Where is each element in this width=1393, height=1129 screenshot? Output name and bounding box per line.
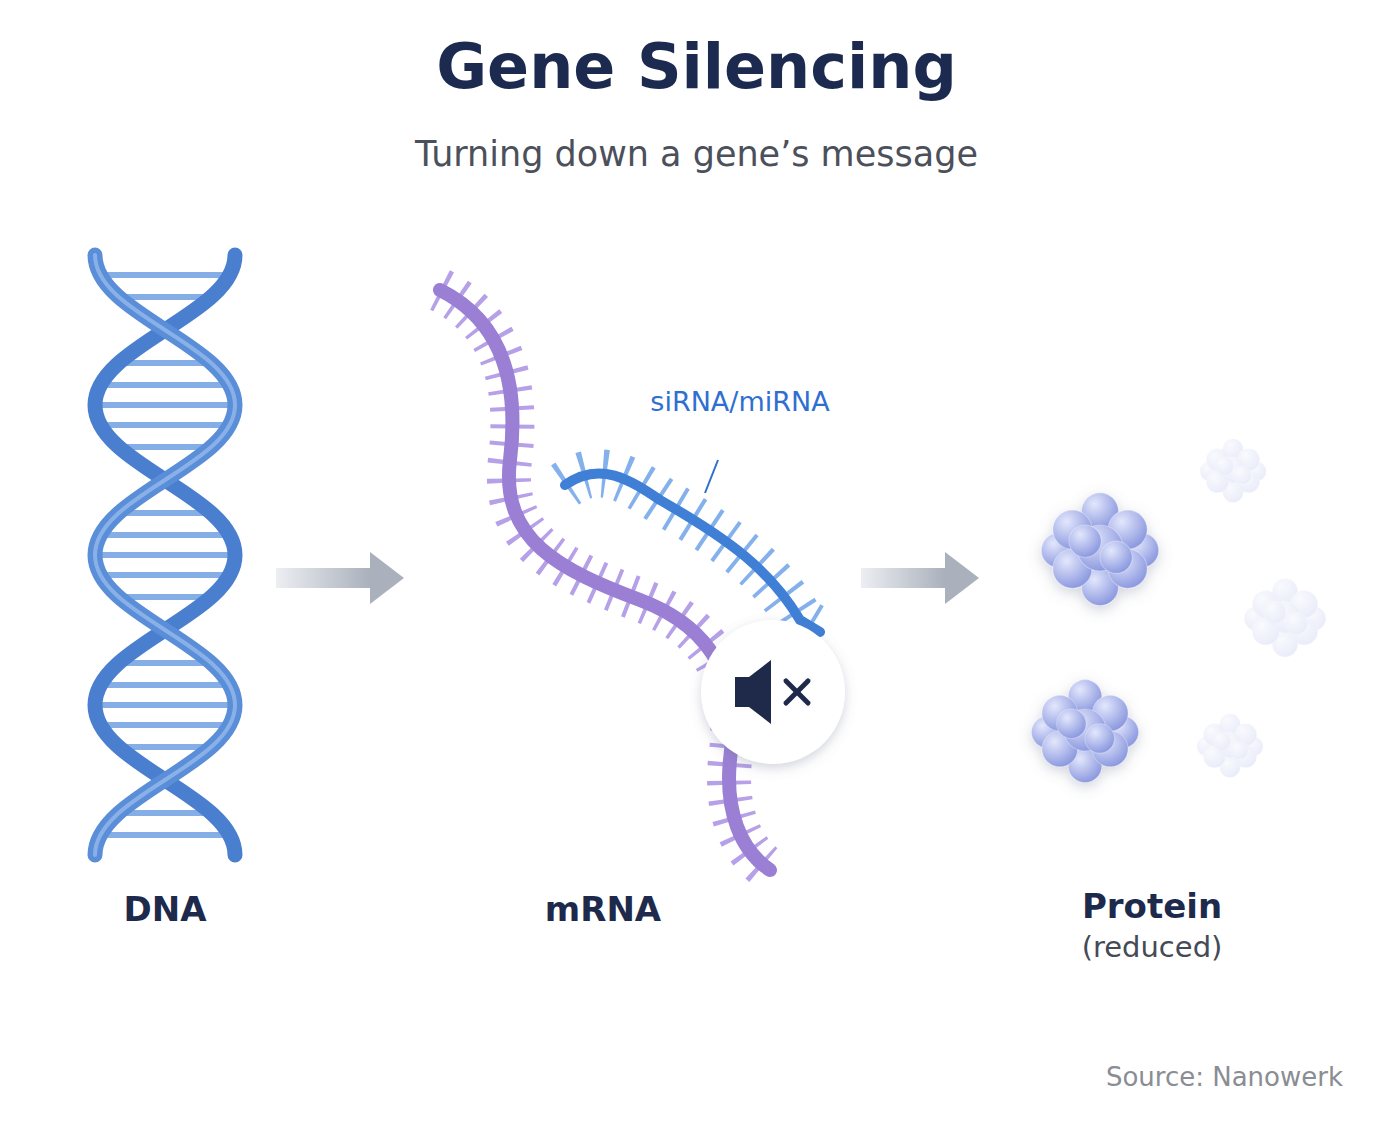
flow-arrow — [276, 552, 404, 604]
dna-helix — [95, 255, 235, 855]
mute-icon — [701, 620, 845, 764]
flow-arrow — [861, 552, 979, 604]
node-label: Protein — [992, 885, 1312, 927]
node-label: DNA — [5, 888, 325, 930]
arrow-shaft — [276, 568, 370, 588]
node-label: mRNA — [443, 888, 763, 930]
protein-node: Protein(reduced) — [985, 240, 1355, 960]
node-label-group: DNA — [5, 888, 325, 930]
diagram-title: Gene Silencing — [0, 30, 1393, 103]
source-caption: Source: Nanowerk — [1106, 1062, 1343, 1092]
mrna-node: mRNA — [410, 240, 855, 960]
node-label-group: Protein(reduced) — [992, 885, 1312, 967]
leader-line — [705, 460, 718, 493]
subtitle-text: Turning down a gene’s message — [0, 134, 1393, 174]
protein-blobs — [1031, 439, 1325, 783]
callout-label: siRNA/miRNA — [600, 386, 880, 417]
dna-node: DNA — [60, 240, 270, 960]
arrow-head — [370, 552, 404, 604]
node-label-group: mRNA — [443, 888, 763, 930]
arrow-shaft — [861, 568, 945, 588]
node-sublabel: (reduced) — [992, 927, 1312, 967]
arrow-head — [945, 552, 979, 604]
mrna-strand — [440, 290, 820, 870]
